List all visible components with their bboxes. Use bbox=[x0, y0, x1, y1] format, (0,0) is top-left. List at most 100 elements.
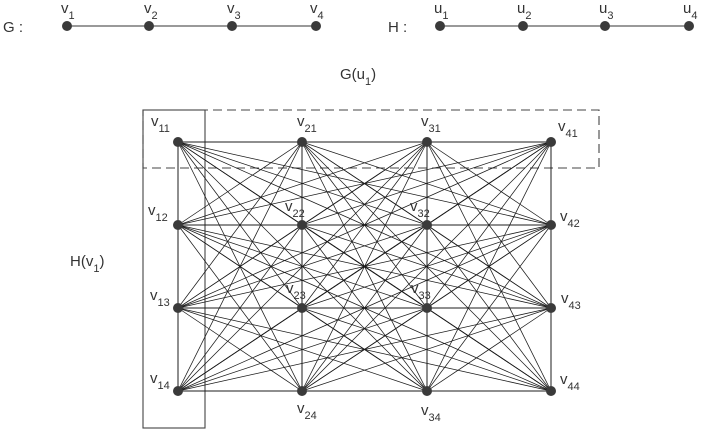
path-h-node-label-4-subscript: 4 bbox=[691, 10, 697, 22]
path-g-node-label-4-base: v bbox=[310, 0, 318, 17]
path-h-node-label-2: u2 bbox=[517, 0, 531, 22]
edge-v31-v12 bbox=[177, 141, 428, 226]
node-v41 bbox=[546, 137, 556, 147]
path-h-node-1 bbox=[435, 21, 445, 31]
node-label-v44-base: v bbox=[560, 371, 568, 388]
node-label-v32: v32 bbox=[410, 198, 430, 220]
node-label-v33-base: v bbox=[411, 280, 419, 297]
g-u1-label-subscript: 1 bbox=[365, 76, 371, 88]
node-label-v31-subscript: 31 bbox=[429, 123, 441, 135]
path-g-node-4 bbox=[311, 21, 321, 31]
node-label-v21: v21 bbox=[297, 113, 317, 135]
node-label-v23: v23 bbox=[286, 280, 306, 302]
node-label-v21-subscript: 21 bbox=[305, 123, 317, 135]
path-g-node-label-2-base: v bbox=[144, 0, 152, 17]
path-h-node-label-3: u3 bbox=[599, 0, 613, 22]
node-label-v32-base: v bbox=[410, 198, 418, 215]
h-v1-label: H(v1) bbox=[70, 253, 104, 275]
subgraph-highlight-boxes bbox=[142, 109, 600, 429]
edge-v43-v14 bbox=[177, 307, 552, 392]
node-label-v12: v12 bbox=[148, 202, 168, 224]
node-label-v42: v42 bbox=[560, 208, 580, 230]
path-g-node-1 bbox=[62, 21, 72, 31]
node-label-v31-base: v bbox=[421, 113, 429, 130]
node-label-v31: v31 bbox=[421, 113, 441, 135]
node-label-v32-subscript: 32 bbox=[418, 208, 430, 220]
path-g-node-label-1: v1 bbox=[61, 0, 75, 22]
path-h-node-label-3-subscript: 3 bbox=[607, 10, 613, 22]
node-label-v22-base: v bbox=[285, 198, 293, 215]
node-label-v23-base: v bbox=[286, 280, 294, 297]
node-v44 bbox=[546, 386, 556, 396]
path-g-title: G : bbox=[3, 19, 23, 36]
node-label-v22-subscript: 22 bbox=[293, 208, 305, 220]
node-label-v14-base: v bbox=[150, 370, 158, 387]
edge-v23-v14 bbox=[177, 307, 303, 392]
path-g-node-label-3-subscript: 3 bbox=[235, 10, 241, 22]
edge-v42-v23 bbox=[301, 224, 552, 309]
path-g-node-label-1-base: v bbox=[61, 0, 69, 17]
node-label-v24-base: v bbox=[297, 400, 305, 417]
h-v1-label-base: H(v bbox=[70, 253, 94, 270]
edge-v43-v34 bbox=[426, 307, 552, 392]
path-g-node-label-4-subscript: 4 bbox=[318, 10, 324, 22]
node-label-v43-base: v bbox=[561, 290, 569, 307]
path-h-node-label-1-base: u bbox=[434, 0, 442, 17]
node-label-v41-subscript: 41 bbox=[566, 128, 578, 140]
node-v24 bbox=[297, 386, 307, 396]
edge-v21-v12 bbox=[177, 141, 303, 226]
path-h-node-4 bbox=[684, 21, 694, 31]
node-label-v34: v34 bbox=[421, 402, 441, 424]
node-v23 bbox=[297, 303, 307, 313]
node-label-v41: v41 bbox=[558, 118, 578, 140]
product-nodes bbox=[173, 137, 556, 396]
path-h-title: H : bbox=[388, 19, 407, 36]
node-label-v34-subscript: 34 bbox=[429, 412, 441, 424]
g-u1-label-base: G(u bbox=[340, 66, 365, 83]
node-label-v13: v13 bbox=[150, 287, 170, 309]
node-v43 bbox=[546, 303, 556, 313]
node-label-v23-subscript: 23 bbox=[294, 290, 306, 302]
edge-v43-v24 bbox=[301, 307, 552, 392]
h-v1-copy-box bbox=[142, 109, 206, 429]
node-label-v33-subscript: 33 bbox=[419, 290, 431, 302]
edge-v42-v13 bbox=[177, 224, 552, 309]
node-v34 bbox=[422, 386, 432, 396]
g-u1-label-close: ) bbox=[371, 66, 376, 83]
node-label-v42-base: v bbox=[560, 208, 568, 225]
edge-v32-v13 bbox=[177, 224, 428, 309]
path-h-node-label-1: u1 bbox=[434, 0, 448, 22]
node-label-v21-base: v bbox=[297, 113, 305, 130]
node-v14 bbox=[173, 386, 183, 396]
edge-v22-v13 bbox=[177, 224, 303, 309]
path-h-node-label-3-base: u bbox=[599, 0, 607, 17]
path-h-node-label-1-subscript: 1 bbox=[442, 10, 448, 22]
node-v22 bbox=[297, 220, 307, 230]
path-h-node-2 bbox=[518, 21, 528, 31]
g-u1-copy-box bbox=[142, 109, 600, 169]
path-h-node-3 bbox=[600, 21, 610, 31]
path-g-node-2 bbox=[144, 21, 154, 31]
node-label-v44-subscript: 44 bbox=[568, 381, 580, 393]
node-label-v43-subscript: 43 bbox=[569, 300, 581, 312]
node-label-v34-base: v bbox=[421, 402, 429, 419]
node-label-v14-subscript: 14 bbox=[158, 380, 170, 392]
path-h-node-label-2-subscript: 2 bbox=[525, 10, 531, 22]
path-g-node-label-3-base: v bbox=[227, 0, 235, 17]
node-label-v11: v11 bbox=[151, 113, 170, 135]
path-g-node-label-2: v2 bbox=[144, 0, 158, 22]
h-v1-label-close: ) bbox=[99, 253, 104, 270]
path-h-node-label-2-base: u bbox=[517, 0, 525, 17]
edge-v41-v12 bbox=[177, 141, 552, 226]
node-v31 bbox=[422, 137, 432, 147]
node-label-v14: v14 bbox=[150, 370, 170, 392]
node-label-v11-subscript: 11 bbox=[159, 123, 170, 135]
product-edges bbox=[177, 141, 552, 392]
node-label-v33: v33 bbox=[411, 280, 431, 302]
node-label-v12-subscript: 12 bbox=[156, 212, 168, 224]
path-g-node-label-1-subscript: 1 bbox=[69, 10, 75, 22]
